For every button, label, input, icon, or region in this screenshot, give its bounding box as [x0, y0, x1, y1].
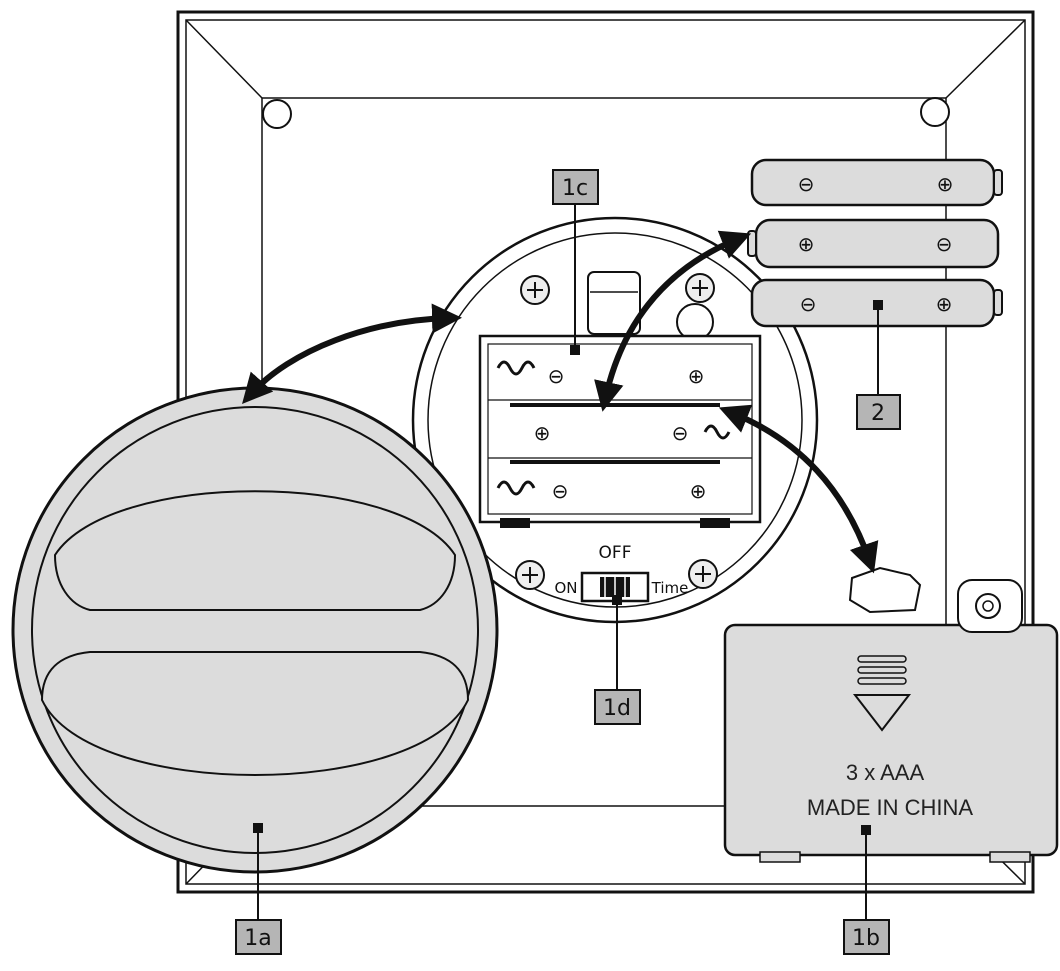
callout-1a: 1a [235, 919, 282, 955]
callout-1c: 1c [552, 169, 599, 205]
screw-hole-right [920, 97, 950, 127]
battery-middle: ⊕ ⊖ [747, 218, 1000, 269]
holder-row2-plus: ⊕ [534, 421, 551, 445]
battery-top: ⊖ ⊕ [750, 158, 1003, 207]
holder-row3-plus: ⊕ [690, 479, 707, 503]
callout-1d: 1d [594, 689, 641, 725]
switch-on-label: ON [554, 579, 577, 597]
screw-hole-left [262, 99, 292, 129]
assembly-arrows [242, 230, 879, 574]
holder-row3-minus: ⊖ [552, 479, 569, 503]
battery-door-cover: 3 x AAA MADE IN CHINA [723, 566, 1059, 863]
callout-2: 2 [856, 394, 901, 430]
battery-middle-minus: ⊖ [936, 232, 953, 256]
callout-2-text: 2 [871, 401, 885, 426]
arrow-holder-to-door [718, 404, 879, 574]
callout-1c-text: 1c [562, 176, 588, 201]
battery-holder [478, 334, 762, 528]
holder-row1-minus: ⊖ [548, 364, 565, 388]
slide-direction-icon [852, 655, 912, 732]
arrow-batteries-to-holder [594, 230, 752, 412]
battery-middle-plus: ⊕ [798, 232, 815, 256]
callout-1d-text: 1d [603, 696, 631, 721]
battery-top-minus: ⊖ [798, 172, 815, 196]
callouts: 1c 2 1d 1a 1b [235, 169, 901, 955]
arrow-round-cover [242, 303, 462, 404]
leader-lines [253, 205, 883, 920]
cover-text-line2: MADE IN CHINA [807, 795, 974, 820]
round-cover [11, 386, 499, 874]
battery-top-plus: ⊕ [937, 172, 954, 196]
cover-hinge [957, 579, 1023, 633]
callout-1b-text: 1b [852, 926, 880, 951]
callout-1a-text: 1a [244, 926, 271, 951]
aaa-batteries: ⊖ ⊕ ⊕ ⊖ ⊖ ⊕ [747, 158, 1003, 328]
battery-bottom-plus: ⊕ [936, 292, 953, 316]
holder-row2-minus: ⊖ [672, 421, 689, 445]
holder-row1-plus: ⊕ [688, 364, 705, 388]
switch-off-label: OFF [599, 543, 632, 563]
callout-1b: 1b [843, 919, 890, 955]
battery-bottom-minus: ⊖ [800, 292, 817, 316]
cover-text-line1: 3 x AAA [846, 760, 925, 785]
switch-time-label: Time [651, 579, 689, 597]
